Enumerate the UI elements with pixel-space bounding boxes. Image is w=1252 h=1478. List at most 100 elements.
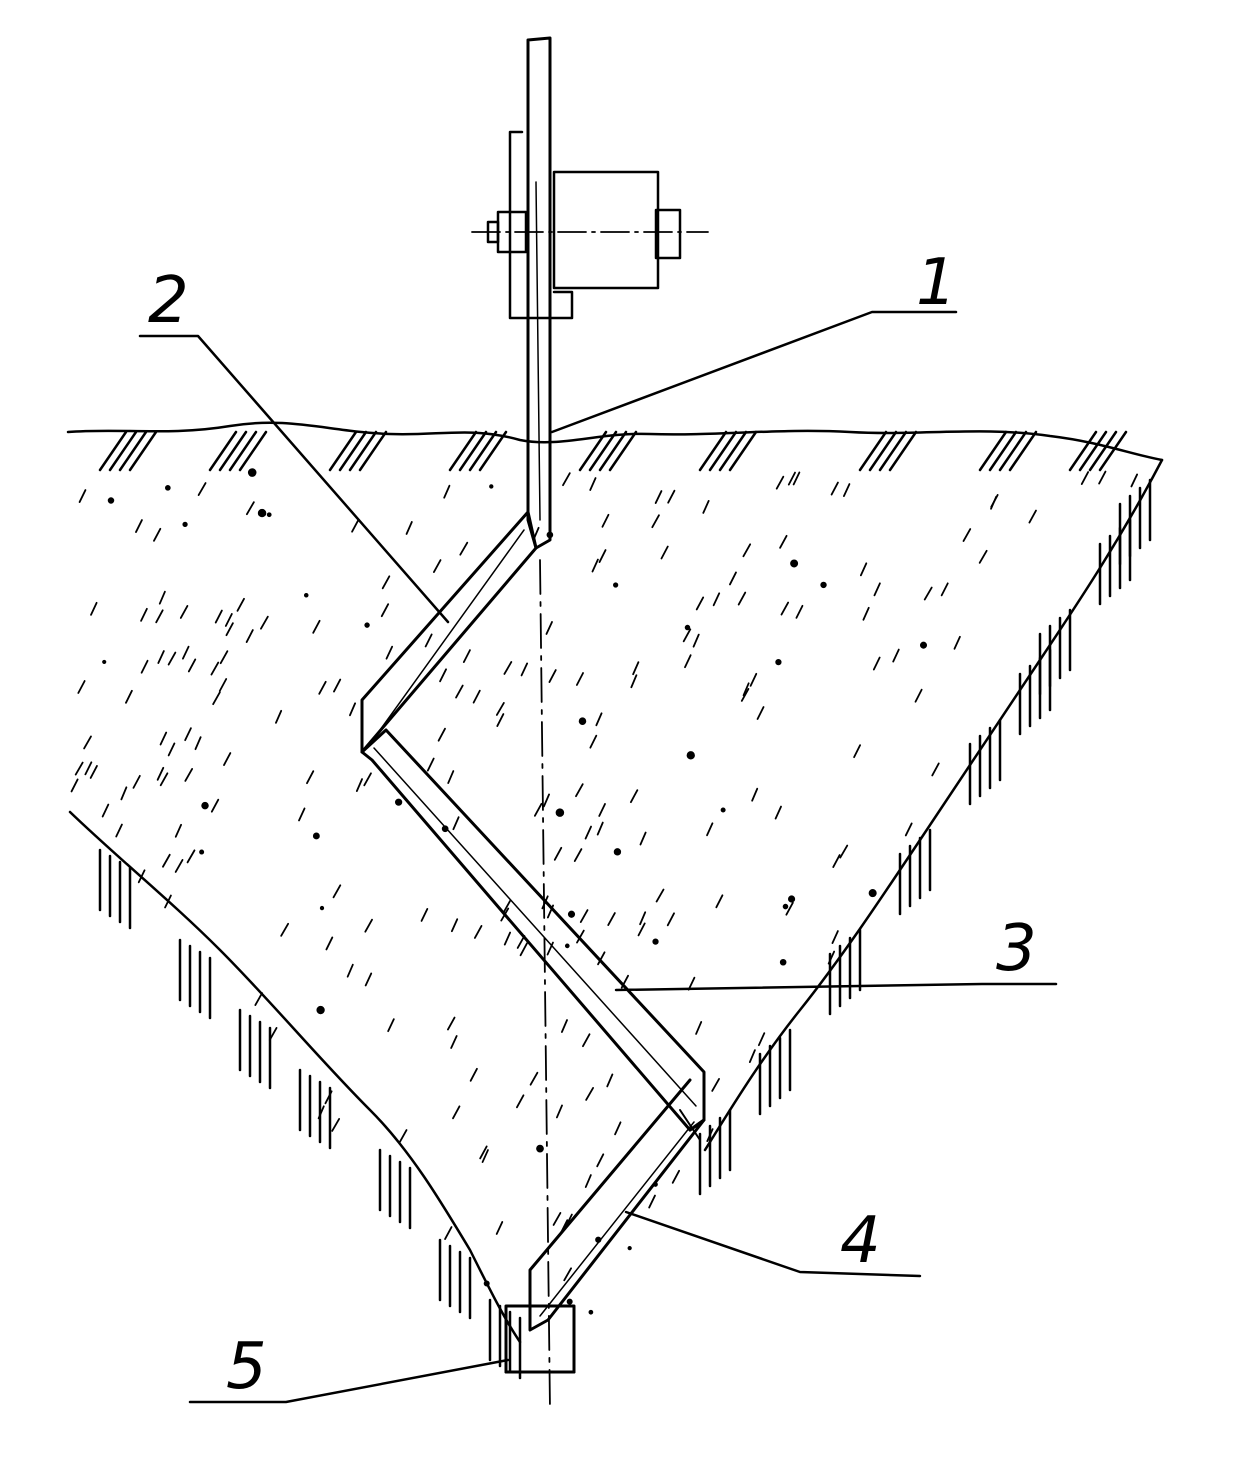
texture-dash [447, 770, 455, 784]
texture-dot [395, 798, 403, 806]
texture-dash [162, 853, 171, 868]
hatch-stroke [988, 430, 1018, 472]
texture-dash [639, 911, 647, 926]
hatch-stroke [718, 430, 748, 472]
texture-dash [164, 894, 172, 909]
texture-dot [312, 832, 320, 840]
texture-dot [613, 582, 619, 588]
texture-dash [742, 682, 750, 697]
texture-dash [553, 846, 563, 861]
texture-dash [655, 888, 665, 903]
texture-dash [706, 822, 714, 837]
leader-lines [138, 310, 1058, 1404]
texture-dash [332, 884, 342, 899]
texture-dash [740, 687, 750, 702]
texture-dash [224, 613, 233, 627]
hatch-stroke [598, 430, 628, 472]
texture-dot [627, 1246, 632, 1251]
texture-dash [684, 654, 692, 669]
hatch-stroke [208, 430, 238, 472]
hatch-stroke [458, 430, 488, 472]
texture-dash [729, 571, 737, 586]
texture-dash [355, 778, 363, 792]
texture-dash [715, 894, 724, 909]
texture-dash [78, 489, 87, 503]
texture-dash [223, 752, 232, 766]
texture-dash [962, 528, 972, 542]
texture-dash [433, 559, 442, 574]
texture-dash [533, 802, 543, 817]
texture-dash [363, 772, 372, 787]
texture-dash [639, 831, 647, 846]
hatch-stroke [218, 430, 248, 472]
texture-dash [914, 688, 923, 703]
upper-inclined-segment [360, 510, 538, 754]
hatch-stroke [1008, 430, 1038, 472]
texture-dot [247, 468, 257, 477]
texture-dash [591, 558, 599, 573]
texture-dash [318, 680, 327, 695]
texture-dash [575, 783, 584, 798]
texture-dash [184, 727, 192, 742]
hatch-stroke [868, 430, 898, 472]
texture-dash [346, 963, 354, 978]
texture-dash [737, 591, 747, 606]
texture-dash [443, 484, 451, 499]
texture-dash [115, 823, 123, 838]
center-axis-line [539, 559, 551, 1411]
hatch-stroke [698, 430, 728, 472]
texture-dot [165, 484, 171, 491]
texture-dash [757, 1032, 766, 1047]
texture-dot [567, 910, 576, 918]
texture-dash [351, 518, 360, 533]
bolt-nut-right [654, 208, 682, 260]
texture-dot [787, 895, 796, 903]
hatch-stroke [228, 430, 258, 472]
texture-dot [782, 903, 789, 910]
texture-dash [398, 1129, 408, 1143]
texture-dash [496, 713, 505, 727]
texture-dash [519, 942, 528, 957]
texture-dash [953, 635, 961, 650]
texture-dash [70, 778, 79, 793]
texture-dot [566, 1298, 573, 1305]
texture-dash [563, 1267, 572, 1282]
texture-dash [385, 645, 394, 660]
texture-dash [853, 744, 862, 759]
texture-dot [201, 801, 209, 810]
texture-dash [167, 651, 177, 666]
texture-dash [682, 628, 692, 643]
texture-dash [573, 848, 583, 863]
texture-dash [450, 1035, 458, 1049]
texture-dash [597, 951, 606, 966]
texture-dash [667, 489, 676, 504]
texture-dash [830, 481, 839, 496]
texture-dash [712, 592, 721, 607]
vertical-shank [526, 36, 552, 550]
texture-dash [520, 662, 529, 677]
texture-dash [792, 471, 801, 486]
hatch-stroke [128, 430, 158, 472]
texture-dot [686, 751, 695, 760]
texture-dash [595, 712, 603, 727]
texture-dot [319, 905, 325, 911]
texture-dash [387, 1018, 395, 1033]
texture-dash [654, 490, 663, 504]
texture-dash [904, 822, 913, 837]
texture-dash [140, 607, 148, 622]
texture-dot [102, 659, 107, 665]
texture-dot [257, 508, 267, 518]
texture-dash [495, 702, 505, 716]
texture-dash [479, 1145, 488, 1160]
texture-dash [260, 615, 269, 630]
leader-line-3 [614, 982, 1058, 992]
hatch-stroke [108, 430, 138, 472]
texture-dash [601, 513, 610, 528]
soil-surface-line [66, 421, 1164, 462]
texture-dash [74, 761, 84, 776]
texture-dot [588, 1309, 594, 1315]
texture-dash [839, 844, 849, 859]
texture-dot [483, 1280, 490, 1287]
texture-dash [589, 477, 597, 491]
callout-1: 1 [916, 246, 957, 320]
